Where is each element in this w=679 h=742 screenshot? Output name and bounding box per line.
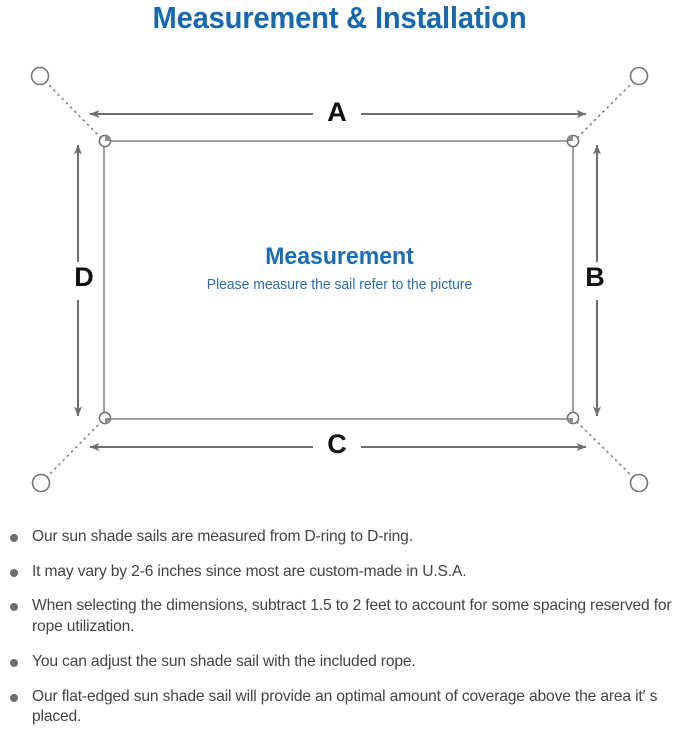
bullet-icon	[10, 534, 18, 542]
list-item: You can adjust the sun shade sail with t…	[0, 652, 679, 673]
list-item: Our flat-edged sun shade sail will provi…	[0, 687, 679, 728]
dimension-label-d: D	[74, 262, 94, 292]
sail-center-sublabel: Please measure the sail refer to the pic…	[206, 277, 473, 293]
sail-panel	[103, 140, 574, 420]
d-ring-lobe-bottom-left	[105, 418, 111, 424]
rope-line-top-right	[576, 80, 635, 139]
list-item: When selecting the dimensions, subtract …	[0, 596, 679, 637]
rope-line-top-left	[44, 80, 102, 139]
bullet-icon	[10, 693, 18, 702]
page-title: Measurement & Installation	[152, 0, 527, 35]
note-text: You can adjust the sun shade sail with t…	[32, 652, 416, 670]
list-item: Our sun shade sails are measured from D-…	[0, 527, 679, 548]
bullet-icon	[10, 568, 18, 577]
dimension-label-b: B	[585, 262, 605, 292]
sail-center-label: Measurement	[265, 243, 414, 270]
bullet-icon	[10, 658, 18, 667]
rope-line-bottom-left	[45, 421, 102, 479]
anchor-point-bottom-right	[629, 473, 649, 493]
measurement-diagram: Measurement Please measure the sail refe…	[30, 66, 649, 493]
anchor-point-top-left	[30, 66, 50, 86]
rope-line-bottom-right	[576, 421, 635, 479]
anchor-point-bottom-left	[31, 473, 51, 493]
dimension-label-c: C	[327, 429, 347, 459]
d-ring-lobe-top-left	[105, 135, 111, 141]
d-ring-lobe-bottom-right	[567, 418, 573, 424]
dimension-label-a: A	[327, 97, 347, 127]
notes-list: Our sun shade sails are measured from D-…	[0, 527, 679, 742]
list-item: It may vary by 2-6 inches since most are…	[0, 562, 679, 583]
anchor-point-top-right	[629, 66, 649, 86]
note-text: It may vary by 2-6 inches since most are…	[32, 562, 467, 580]
note-text: When selecting the dimensions, subtract …	[32, 597, 672, 636]
bullet-icon	[10, 603, 18, 612]
note-text: Our sun shade sails are measured from D-…	[32, 528, 413, 545]
note-text: Our flat-edged sun shade sail will provi…	[32, 687, 658, 726]
d-ring-lobe-top-right	[567, 135, 573, 141]
